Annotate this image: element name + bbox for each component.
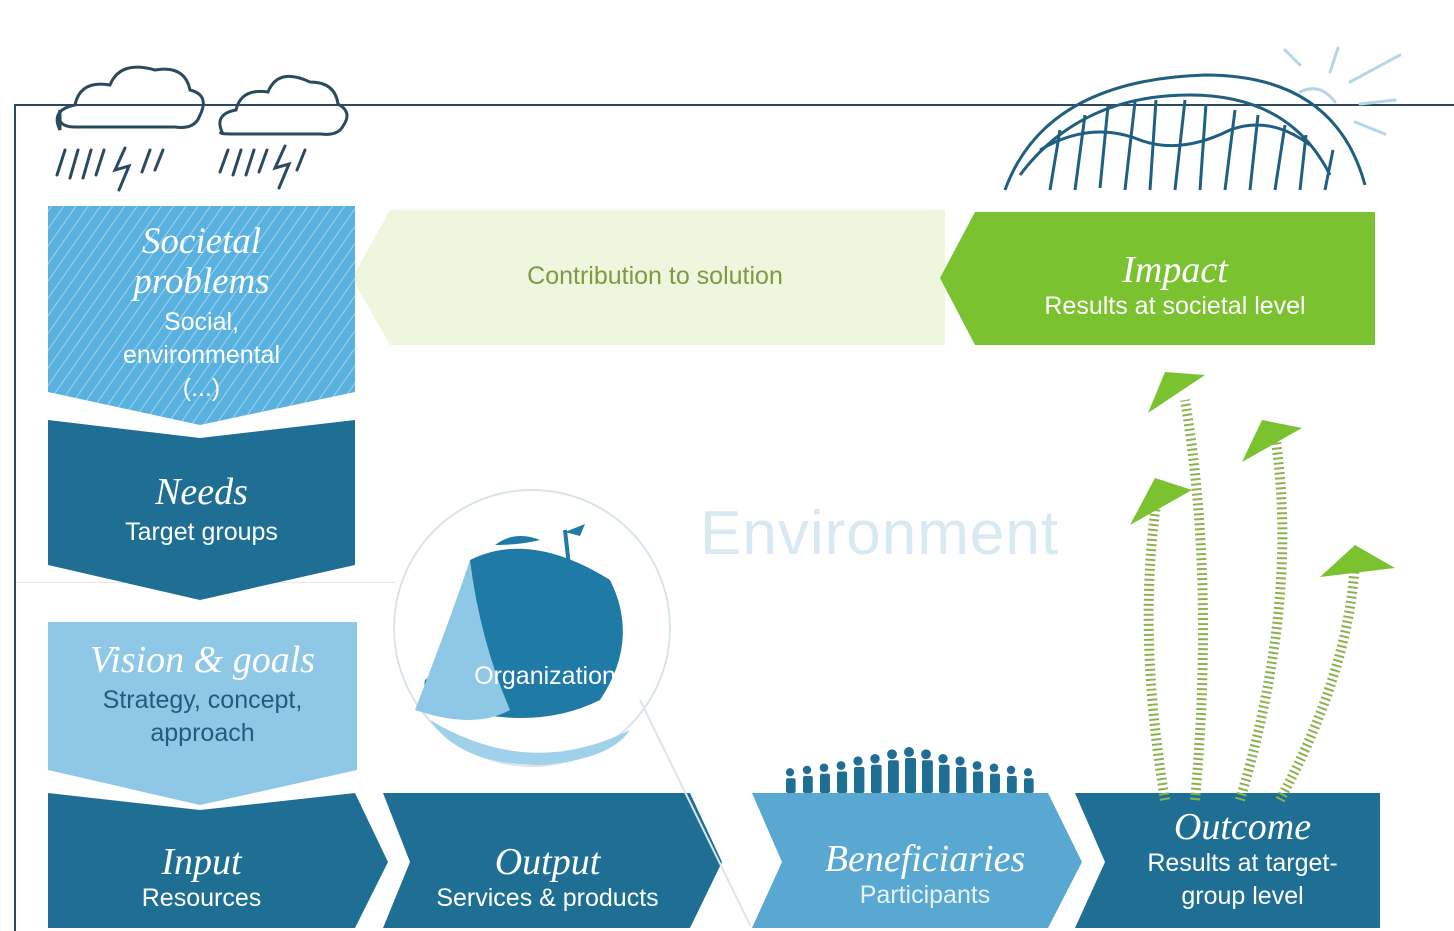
person-figure — [1023, 768, 1033, 777]
outcome-shape — [1075, 793, 1380, 928]
people-crowd-icon — [785, 747, 1034, 793]
person-figure — [1007, 776, 1017, 793]
storm-cloud-icon — [55, 65, 205, 192]
beneficiaries-title: Beneficiaries — [824, 837, 1026, 880]
output-title: Output — [494, 840, 601, 883]
outcome-title: Outcome — [1173, 806, 1312, 848]
person-figure — [989, 763, 999, 773]
outcome-line1: Results at target- — [1147, 849, 1338, 877]
person-figure — [1006, 765, 1016, 775]
vision-box: Vision & goals Strategy, concept, approa… — [48, 640, 357, 775]
rising-arrow-icon — [1130, 372, 1395, 577]
person-figure — [786, 778, 796, 793]
organization-circle — [393, 489, 671, 767]
frame-left-line — [14, 104, 16, 931]
person-figure — [820, 773, 830, 793]
person-figure — [854, 767, 865, 793]
person-figure — [871, 764, 882, 793]
person-figure — [972, 761, 982, 770]
person-figure — [922, 760, 933, 793]
vision-line2: approach — [150, 719, 255, 747]
societal-problems-box: Societal problems Social, environmental … — [48, 222, 355, 422]
impact-box: Impact Results at societal level — [975, 250, 1375, 345]
person-figure — [921, 749, 931, 760]
person-figure — [956, 767, 967, 793]
vision-line1: Strategy, concept, — [102, 686, 303, 714]
needs-shape — [48, 420, 355, 600]
person-figure — [887, 749, 897, 760]
person-figure — [785, 768, 795, 777]
person-figure — [955, 756, 965, 766]
person-figure — [802, 765, 812, 775]
sailing-ship-icon — [415, 524, 630, 765]
beneficiaries-subtitle: Participants — [859, 880, 991, 909]
societal-problems-line3: (...) — [182, 374, 221, 402]
input-title: Input — [161, 840, 242, 883]
beneficiaries-shape — [752, 793, 1082, 928]
person-figure — [904, 747, 914, 757]
beneficiaries-box: Beneficiaries Participants — [775, 830, 1075, 920]
impact-title: Impact — [1122, 249, 1228, 291]
impact-subtitle: Results at societal level — [1044, 292, 1306, 320]
rising-arrow-icon — [1143, 399, 1360, 803]
societal-problems-line2: environmental — [122, 341, 281, 369]
societal-problems-line1: Social, — [163, 308, 240, 336]
frame-top-line — [14, 104, 1454, 106]
needs-subtitle: Target groups — [125, 517, 278, 546]
impact-arrow — [940, 212, 1375, 345]
person-figure — [905, 758, 916, 793]
input-shape — [48, 793, 388, 928]
person-figure — [870, 754, 880, 764]
person-figure — [1024, 778, 1034, 793]
person-figure — [990, 773, 1000, 793]
person-figure — [837, 771, 848, 793]
vision-shape — [48, 622, 357, 805]
environment-label: Environment — [700, 499, 1060, 568]
person-figure — [888, 760, 899, 793]
person-figure — [939, 764, 950, 793]
vision-title: Vision & goals — [89, 639, 316, 681]
societal-problems-shape — [48, 206, 355, 425]
person-figure — [819, 763, 829, 773]
person-figure — [803, 776, 813, 793]
output-box: Output Services & products — [400, 833, 695, 923]
organization-label: Organization — [474, 662, 616, 690]
organization-connector — [639, 699, 751, 926]
output-shape — [383, 793, 722, 928]
person-figure — [836, 761, 846, 770]
input-box: Input Resources — [48, 833, 355, 923]
globe-sketch-icon — [1003, 73, 1367, 191]
person-figure — [938, 754, 948, 764]
person-figure — [973, 771, 984, 793]
sun-icon — [1283, 46, 1402, 136]
needs-box: Needs Target groups — [48, 455, 355, 565]
storm-cloud-icon — [218, 74, 349, 190]
output-subtitle: Services & products — [436, 883, 659, 912]
contribution-label: Contribution to solution — [527, 262, 783, 290]
needs-title: Needs — [155, 470, 248, 513]
person-figure — [853, 756, 863, 766]
outcome-line2: group level — [1181, 882, 1304, 910]
contribution-arrow — [352, 210, 945, 345]
outcome-box: Outcome Results at target- group level — [1100, 800, 1385, 920]
societal-problems-title: Societal problems — [133, 221, 270, 302]
input-subtitle: Resources — [141, 883, 262, 912]
